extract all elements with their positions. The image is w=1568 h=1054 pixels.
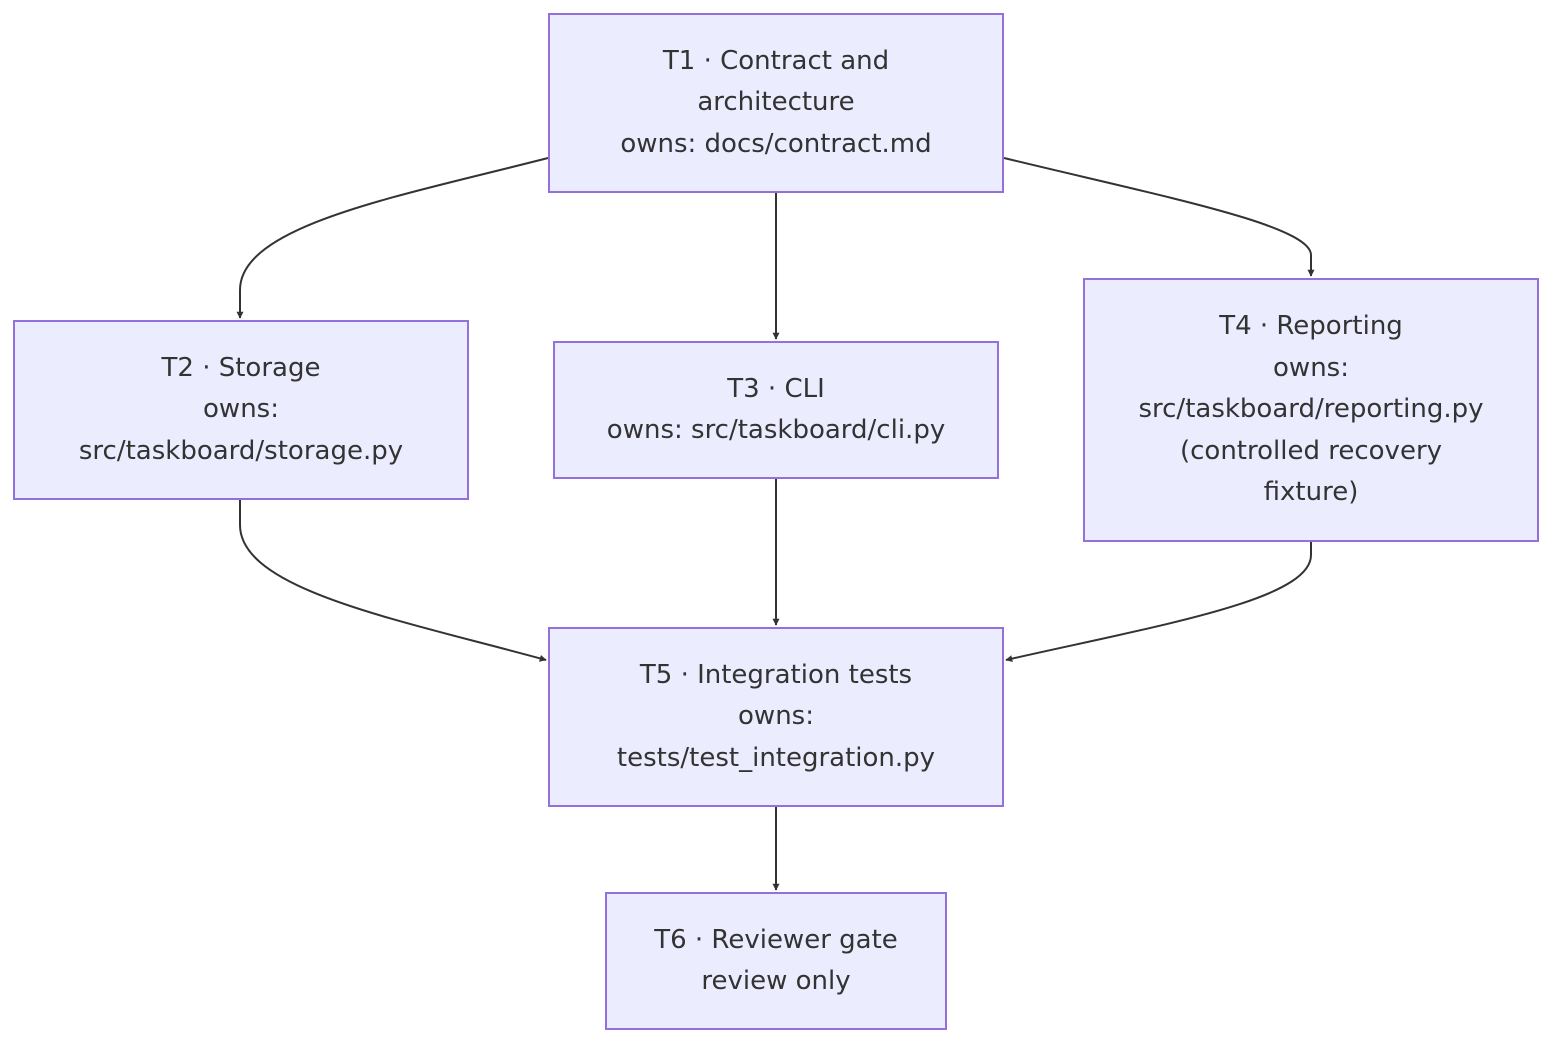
node-t6-line-1: T6 · Reviewer gate bbox=[654, 924, 898, 955]
edge-t1-t4 bbox=[1003, 157, 1315, 277]
node-t4-line-3: src/taskboard/reporting.py bbox=[1138, 394, 1484, 425]
node-t4-line-5: fixture) bbox=[1263, 477, 1359, 508]
edge-t2-t5 bbox=[239, 500, 547, 662]
node-t2-line-3: src/taskboard/storage.py bbox=[78, 435, 404, 466]
node-t5-line-1: T5 · Integration tests bbox=[639, 659, 913, 690]
node-t4-line-4: (controlled recovery bbox=[1179, 435, 1443, 466]
node-t5-line-2: owns: bbox=[738, 701, 814, 732]
node-t3-line-1: T3 · CLI bbox=[727, 373, 825, 404]
node-t6-reviewer-gate: T6 · Reviewer gate review only bbox=[605, 892, 947, 1030]
node-t3-line-2: owns: src/taskboard/cli.py bbox=[606, 415, 946, 445]
node-t4-line-1: T4 · Reporting bbox=[1219, 311, 1403, 342]
node-t1-contract-architecture: T1 · Contract and architecture owns: doc… bbox=[548, 13, 1004, 193]
edge-t1-t2 bbox=[236, 157, 549, 319]
node-t1-line-3: owns: docs/contract.md bbox=[620, 128, 932, 159]
node-t2-storage: T2 · Storage owns: src/taskboard/storage… bbox=[13, 320, 469, 500]
node-t2-line-1: T2 · Storage bbox=[161, 352, 321, 383]
node-t4-reporting: T4 · Reporting owns: src/taskboard/repor… bbox=[1083, 278, 1539, 542]
node-t6-line-2: review only bbox=[701, 966, 851, 996]
node-t4-line-2: owns: bbox=[1273, 352, 1349, 383]
node-t1-line-1: T1 · Contract and bbox=[662, 45, 890, 76]
node-t3-cli: T3 · CLI owns: src/taskboard/cli.py bbox=[553, 341, 999, 479]
node-t5-line-3: tests/test_integration.py bbox=[616, 742, 936, 773]
node-t2-line-2: owns: bbox=[203, 394, 279, 425]
edge-t4-t5 bbox=[1005, 542, 1312, 663]
node-t5-integration-tests: T5 · Integration tests owns: tests/test_… bbox=[548, 627, 1004, 807]
node-t1-line-2: architecture bbox=[697, 87, 855, 118]
